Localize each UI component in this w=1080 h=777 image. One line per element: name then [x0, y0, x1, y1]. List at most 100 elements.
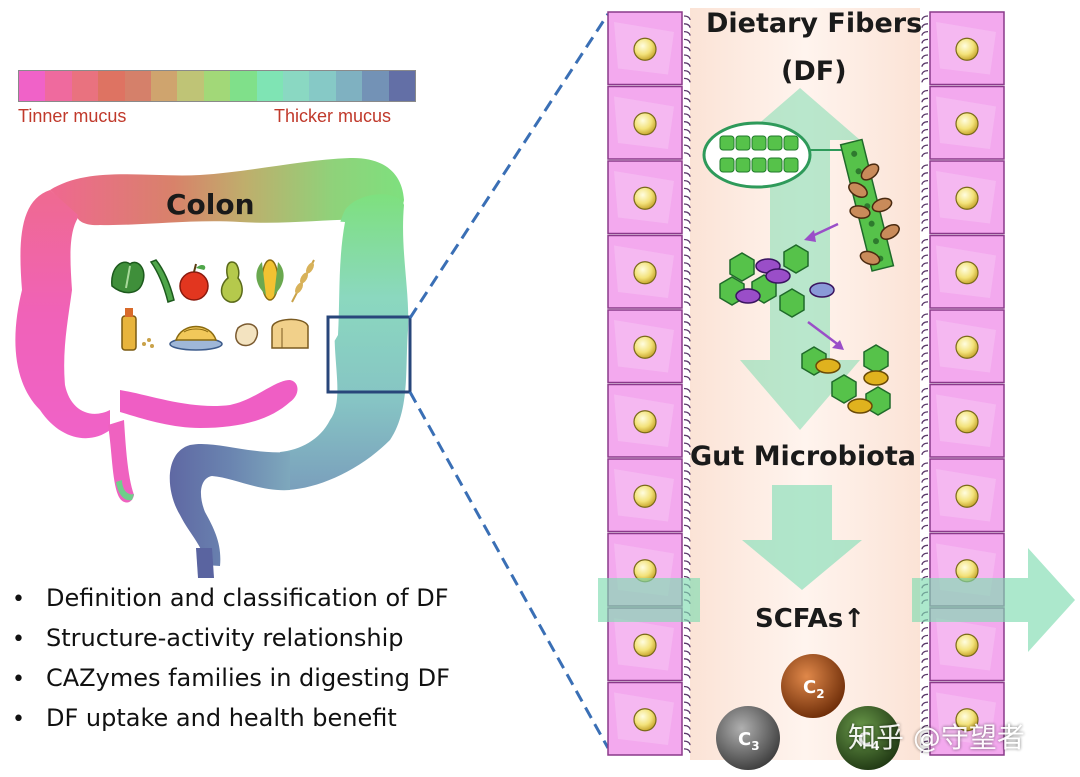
epithelial-cell: [921, 309, 1005, 384]
c2-sub: 2: [816, 687, 824, 701]
bean-icon: [235, 323, 259, 347]
scfa-down-arrow: [742, 485, 862, 590]
gradient-swatch: [151, 71, 178, 101]
colon-label: Colon: [166, 188, 255, 221]
fiber-structure: [702, 121, 900, 272]
svg-text:C3: C3: [738, 729, 760, 753]
gradient-swatch: [283, 71, 310, 101]
cell-nucleus: [633, 186, 657, 210]
increase-arrow-icon: ↑: [843, 604, 865, 634]
gut-microbiota-label: Gut Microbiota: [690, 441, 916, 472]
legend-left-label: Tinner mucus: [18, 106, 127, 126]
cell-nucleus: [633, 708, 657, 732]
colon-illustration: [15, 157, 412, 578]
gradient-swatch: [203, 71, 231, 101]
gradient-swatch: [309, 71, 336, 101]
bread-icon: [271, 318, 309, 349]
gradient-swatch: [19, 71, 46, 101]
topic-item: •Definition and classification of DF: [12, 584, 449, 612]
leafy-greens-icon: [111, 261, 145, 294]
gradient-swatch: [45, 71, 72, 101]
absorption-arrow-left: [598, 578, 700, 622]
legend-right-label: Thicker mucus: [274, 106, 392, 126]
df-abbrev: (DF): [781, 56, 847, 87]
intestine-panel: C2 C3 C4: [598, 8, 1075, 770]
epithelial-cell: [607, 458, 691, 533]
gradient-swatch: [177, 71, 204, 101]
epithelial-cell: [921, 85, 1005, 160]
svg-text:C4: C4: [858, 729, 880, 753]
epithelial-cell: [607, 234, 691, 309]
epithelial-cell: [921, 11, 1005, 86]
gradient-swatch: [362, 71, 389, 101]
topic-item-text: Structure-activity relationship: [46, 624, 404, 652]
gradient-swatch: [388, 71, 416, 101]
cell-nucleus: [633, 261, 657, 285]
svg-text:C2: C2: [803, 677, 825, 701]
food-icons: [111, 259, 315, 351]
wheat-icon: [291, 259, 315, 303]
oil-bottle-icon: [121, 308, 154, 351]
dietary-fibers-title: Dietary Fibers: [706, 8, 923, 39]
epithelial-cell: [921, 458, 1005, 533]
gradient-swatch: [71, 71, 99, 101]
gradient-swatch: [98, 71, 125, 101]
watermark: 知乎 @守望者: [848, 721, 1025, 754]
c4-sub: 4: [871, 739, 879, 753]
scfa-molecules: C2 C3 C4: [716, 654, 900, 770]
green-bean-icon: [149, 259, 175, 303]
cell-nucleus: [633, 410, 657, 434]
cell-nucleus: [633, 37, 657, 61]
c3-sub: 3: [751, 739, 759, 753]
pear-icon: [220, 261, 243, 303]
topic-item: •DF uptake and health benefit: [12, 704, 397, 732]
zoom-region-box: [326, 315, 412, 394]
cell-nucleus: [955, 112, 979, 136]
cell-nucleus: [955, 335, 979, 359]
topic-item: •Structure-activity relationship: [12, 624, 404, 652]
mucus-gradient-bar: [18, 70, 416, 102]
epithelial-cell: [607, 85, 691, 160]
absorption-arrow-right: [912, 548, 1075, 652]
epithelial-cell: [607, 11, 691, 86]
cell-nucleus: [955, 708, 979, 732]
cell-nucleus: [955, 633, 979, 657]
c3-molecule: [716, 706, 780, 770]
c4-label: C: [858, 729, 871, 750]
c2-molecule: [781, 654, 845, 718]
cell-nucleus: [955, 186, 979, 210]
c3-label: C: [738, 729, 751, 750]
epithelial-cell: [921, 234, 1005, 309]
epithelial-cell: [921, 681, 1005, 756]
cell-nucleus: [633, 633, 657, 657]
epithelial-cell: [921, 160, 1005, 235]
cell-nucleus: [955, 484, 979, 508]
cell-nucleus: [633, 112, 657, 136]
digestion-fragments: [719, 222, 891, 416]
epithelial-cell: [607, 383, 691, 458]
topic-list: •Definition and classification of DF •St…: [12, 578, 532, 738]
corn-icon: [256, 259, 284, 301]
epithelial-cell: [921, 383, 1005, 458]
topic-item-text: DF uptake and health benefit: [46, 704, 397, 732]
scfas-label: SCFAs↑: [755, 604, 865, 634]
cell-nucleus: [955, 410, 979, 434]
gradient-swatch: [124, 71, 152, 101]
gradient-swatch: [256, 71, 284, 101]
gradient-swatch: [335, 71, 363, 101]
cell-nucleus: [955, 37, 979, 61]
topic-item-text: Definition and classification of DF: [46, 584, 449, 612]
cell-nucleus: [633, 335, 657, 359]
c2-label: C: [803, 677, 816, 698]
apple-icon: [179, 263, 209, 301]
cell-nucleus: [955, 261, 979, 285]
scfas-text: SCFAs: [755, 604, 844, 634]
epithelial-cell: [607, 160, 691, 235]
cell-nucleus: [633, 484, 657, 508]
pasta-plate-icon: [169, 325, 223, 351]
epithelial-cell: [607, 681, 691, 756]
topic-item-text: CAZymes families in digesting DF: [46, 664, 450, 692]
epithelial-cell: [607, 309, 691, 384]
topic-item: •CAZymes families in digesting DF: [12, 664, 450, 692]
